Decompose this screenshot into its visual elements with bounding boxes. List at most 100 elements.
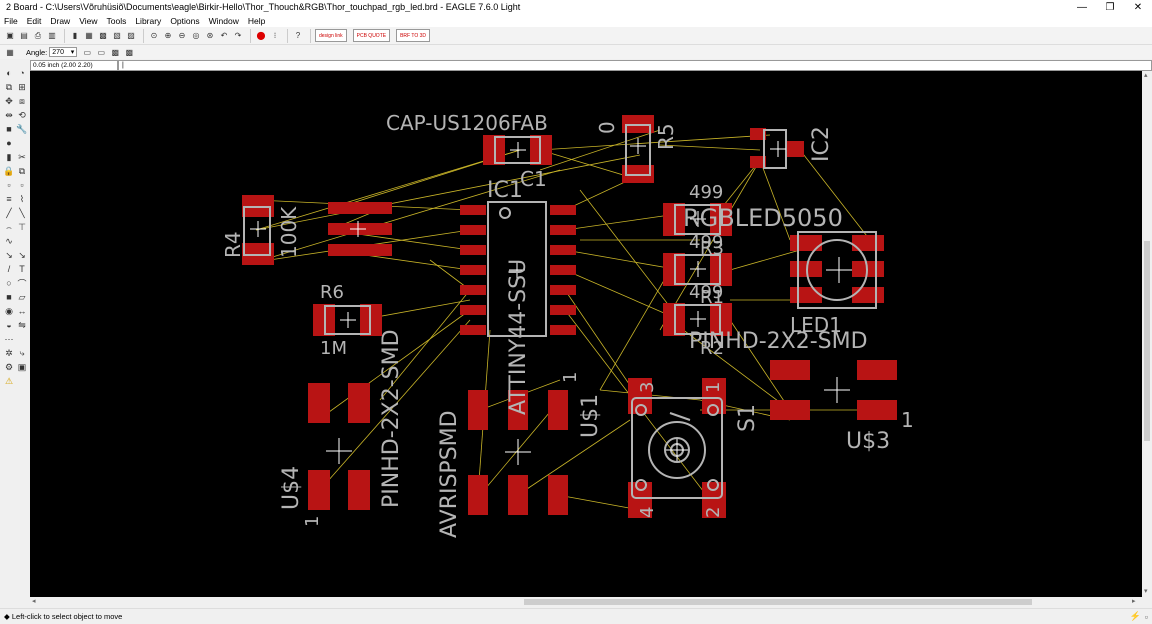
mirror-tool-icon[interactable]: ⇹ bbox=[5, 109, 13, 120]
spin-icon[interactable]: ▭ bbox=[97, 47, 106, 57]
zoom-select-icon[interactable]: ⊛ bbox=[206, 31, 214, 40]
group-icon[interactable]: ■ bbox=[6, 124, 12, 134]
line-icon[interactable]: / bbox=[7, 264, 11, 274]
rotate-icon[interactable]: ⟲ bbox=[18, 109, 26, 120]
scroll-right-icon[interactable]: ▸ bbox=[1132, 598, 1136, 605]
menu-options[interactable]: Options bbox=[170, 15, 200, 26]
command-input[interactable]: | bbox=[118, 59, 1152, 71]
attribute-icon[interactable]: ◒ bbox=[6, 320, 12, 330]
ratsnest-icon[interactable]: ⋯ bbox=[4, 333, 14, 344]
option-b-icon[interactable]: ▩ bbox=[125, 47, 134, 57]
layer-icon[interactable]: ▩ bbox=[99, 31, 107, 40]
menu-help[interactable]: Help bbox=[247, 15, 266, 26]
mirror-icon[interactable]: ▭ bbox=[83, 47, 92, 57]
zoom-in-icon[interactable]: ⊕ bbox=[164, 31, 172, 40]
scroll-down-icon[interactable]: ▾ bbox=[1144, 588, 1148, 595]
bus-icon[interactable]: ↘ bbox=[5, 249, 13, 260]
copy-icon[interactable]: ⧈ bbox=[19, 95, 25, 106]
add-icon[interactable]: ✂ bbox=[18, 151, 26, 162]
brf-to-3d-button[interactable]: BRF TO 3D bbox=[396, 29, 431, 42]
menu-view[interactable]: View bbox=[79, 15, 98, 26]
grid-icon[interactable]: ▦ bbox=[6, 47, 14, 57]
name-icon[interactable]: ▫ bbox=[20, 180, 24, 190]
arc-icon[interactable]: ⌒ bbox=[17, 278, 27, 289]
drc-icon[interactable]: ⚙ bbox=[4, 361, 14, 372]
zoom-out-icon[interactable]: ⊖ bbox=[178, 31, 186, 40]
autorouter-icon[interactable]: ✲ bbox=[5, 347, 13, 358]
redo-icon[interactable]: ↷ bbox=[234, 31, 242, 40]
optimize-icon[interactable]: ⌇ bbox=[19, 193, 25, 204]
angle-select[interactable]: 270 ▾ bbox=[49, 47, 78, 57]
undo-icon[interactable]: ↶ bbox=[220, 31, 228, 40]
rect-icon[interactable]: ■ bbox=[6, 292, 12, 302]
mark-icon[interactable]: ⊞ bbox=[18, 81, 26, 92]
board-drawing[interactable]: CAP-US1206FAB C1 IC1 R5 0 IC2 R4 100K 49… bbox=[30, 71, 1142, 597]
option-a-icon[interactable]: ▩ bbox=[111, 47, 120, 57]
label-r1: R1 bbox=[700, 287, 724, 308]
paste-icon[interactable]: ● bbox=[6, 138, 12, 148]
design-link-button[interactable]: design link bbox=[315, 29, 347, 42]
horizontal-scroll-thumb[interactable] bbox=[524, 599, 1032, 605]
errors-icon[interactable]: ▣ bbox=[17, 361, 27, 372]
schematic-icon[interactable]: ▧ bbox=[113, 31, 121, 40]
label-us4: U$4 bbox=[279, 466, 304, 510]
menu-edit[interactable]: Edit bbox=[26, 15, 42, 26]
open-icon[interactable]: ▣ bbox=[6, 31, 14, 40]
zoom-fit-icon[interactable]: ⊙ bbox=[150, 31, 158, 40]
via-icon[interactable]: ◉ bbox=[5, 305, 13, 316]
value-icon[interactable]: ▫ bbox=[7, 180, 11, 190]
dimension-icon[interactable]: ⇋ bbox=[18, 319, 26, 330]
run-ulp-icon[interactable]: ▦ bbox=[85, 31, 93, 40]
smash-icon[interactable]: ⧉ bbox=[18, 165, 26, 176]
help-icon[interactable]: ? bbox=[295, 31, 301, 40]
display-icon[interactable]: ⧉ bbox=[5, 81, 13, 92]
horizontal-scrollbar[interactable]: ◂ ▸ bbox=[30, 597, 1142, 607]
ripup-icon[interactable]: ╲ bbox=[19, 207, 25, 218]
menu-tools[interactable]: Tools bbox=[106, 15, 127, 26]
close-button[interactable]: ✕ bbox=[1133, 1, 1143, 13]
script-icon[interactable]: ▮ bbox=[72, 31, 78, 40]
stop-status-icon[interactable]: ▫ bbox=[1144, 611, 1148, 622]
menu-file[interactable]: File bbox=[4, 15, 18, 26]
signal-icon[interactable]: ⊤ bbox=[18, 221, 26, 232]
cam-icon[interactable]: ▥ bbox=[48, 31, 56, 40]
net-icon[interactable]: ↘ bbox=[18, 249, 26, 260]
vertical-scroll-thumb[interactable] bbox=[1144, 241, 1150, 441]
pcb-quote-button[interactable]: PCB QUOTE bbox=[352, 29, 391, 42]
maximize-button[interactable]: ❐ bbox=[1105, 1, 1115, 13]
info-icon[interactable]: ◐ bbox=[6, 68, 12, 78]
lock-icon[interactable]: 🔒 bbox=[3, 165, 15, 176]
split-icon[interactable]: ≡ bbox=[6, 194, 12, 204]
show-icon[interactable]: ◔ bbox=[19, 68, 25, 78]
go-icon[interactable]: ⁝ bbox=[273, 31, 277, 40]
polygon-icon[interactable]: ▱ bbox=[18, 291, 26, 302]
warning-icon[interactable]: ⚠ bbox=[4, 375, 14, 386]
wire-icon[interactable]: ⌢ bbox=[6, 221, 12, 232]
vertical-scrollbar[interactable]: ▴ ▾ bbox=[1142, 71, 1152, 597]
text-icon[interactable]: T bbox=[19, 264, 25, 274]
label-r2: R2 bbox=[700, 338, 724, 359]
save-icon[interactable]: ▤ bbox=[20, 31, 28, 40]
move-icon[interactable]: ✥ bbox=[5, 95, 13, 106]
board-canvas[interactable]: CAP-US1206FAB C1 IC1 R5 0 IC2 R4 100K 49… bbox=[30, 71, 1142, 597]
minimize-button[interactable]: — bbox=[1077, 1, 1087, 13]
delete-icon[interactable]: ▮ bbox=[6, 151, 12, 162]
menu-draw[interactable]: Draw bbox=[50, 15, 71, 26]
circle-icon[interactable]: ○ bbox=[6, 278, 12, 288]
change-icon[interactable]: 🔧 bbox=[16, 123, 28, 134]
silkscreen-outlines bbox=[243, 124, 877, 499]
stop-icon[interactable]: ⬤ bbox=[256, 31, 266, 40]
scroll-up-icon[interactable]: ▴ bbox=[1144, 72, 1148, 79]
route-icon[interactable]: ╱ bbox=[6, 207, 12, 218]
print-icon[interactable]: ⎙ bbox=[34, 30, 42, 40]
erc-icon[interactable]: ⤷ bbox=[19, 347, 25, 358]
coordinate-display: 0.05 inch (2.00 2.20) bbox=[30, 59, 118, 71]
zoom-redraw-icon[interactable]: ◎ bbox=[192, 31, 200, 40]
menu-library[interactable]: Library bbox=[135, 15, 162, 26]
meander-icon[interactable]: ∿ bbox=[5, 235, 13, 246]
menu-window[interactable]: Window bbox=[208, 15, 239, 26]
scroll-left-icon[interactable]: ◂ bbox=[32, 598, 36, 605]
hole-icon[interactable]: ↔ bbox=[17, 306, 27, 316]
label-avrispsmd: AVRISPSMD bbox=[437, 410, 462, 538]
board-icon[interactable]: ▨ bbox=[127, 31, 135, 40]
